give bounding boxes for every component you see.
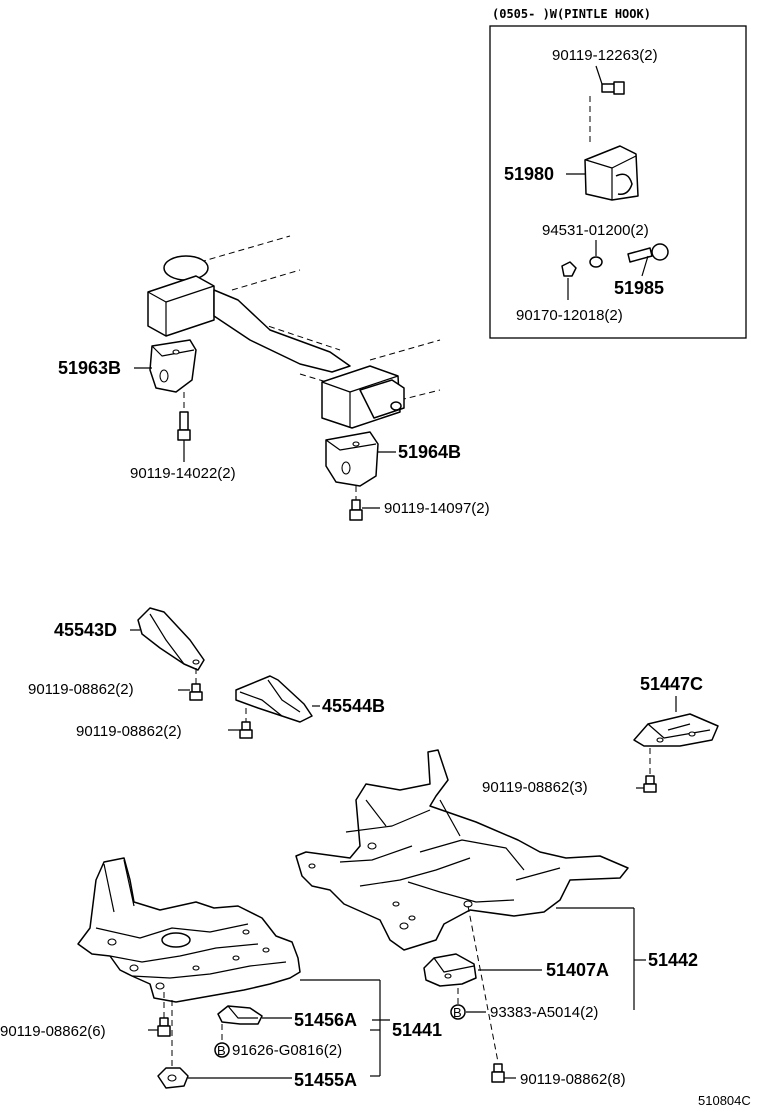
label-bolt-b[interactable]: 90119-08862(2) [76,723,182,740]
inset-pintle-hook: (0505- )W(PINTLE HOOK) 90119-12263(2) 51… [489,7,747,339]
crossmember-icon [213,289,351,373]
label-bolt-right[interactable]: 90119-14097(2) [384,500,490,517]
part-51455a-icon [157,1067,189,1089]
label-51407a[interactable]: 51407A [546,960,609,980]
pin-icon [627,243,669,277]
bolt-left-icon [177,411,191,441]
label-bolt-a[interactable]: 90119-08862(2) [28,681,134,698]
b-marker-2-icon [214,1042,230,1058]
label-bolt-front[interactable]: 90119-08862(6) [0,1023,106,1040]
inset-frame [489,25,747,339]
inset-title: (0505- )W(PINTLE HOOK) [492,7,651,21]
label-bolt-top[interactable]: 90119-12263(2) [552,47,658,64]
label-washer[interactable]: 94531-01200(2) [542,222,649,239]
label-45543d[interactable]: 45543D [54,620,117,640]
b-marker-icon [450,1004,466,1020]
frame-left-end-icon [147,255,215,337]
frame-section: 51963B 90119-14022(2) 51964B 90119-14097… [58,235,490,521]
brackets-section: 45543D 90119-08862(2) 45544B 90119-08862… [28,607,719,796]
bracket-45543d-icon [137,607,205,671]
cover-51447c-icon [633,713,719,747]
label-clip-b2[interactable]: 91626-G0816(2) [232,1042,342,1059]
b-marker-label: B [453,1005,462,1020]
bolt-front-icon [157,1017,171,1037]
part-51456a-icon [217,1005,263,1025]
bracket-51964b-icon [325,431,379,487]
label-51447c[interactable]: 51447C [640,674,703,694]
cover-51442-icon [295,749,629,951]
label-clip-b[interactable]: 93383-A5014(2) [490,1004,598,1021]
bolt-rear-icon [491,1063,505,1083]
bracket-51407a-icon [423,953,477,987]
label-bolt-rear[interactable]: 90119-08862(8) [520,1071,626,1088]
label-51442[interactable]: 51442 [648,950,698,970]
label-pintle-hook[interactable]: 51980 [504,164,554,184]
underbody-section: 51407A 51442 B 93383-A5014(2) 90119-0886… [0,749,698,1090]
bolt-b-icon [239,721,253,739]
bracket-51963b-icon [149,339,197,393]
frame-right-end-icon [321,365,405,429]
label-nut[interactable]: 90170-12018(2) [516,307,623,324]
bracket-45544b-icon [235,675,313,723]
label-51963b[interactable]: 51963B [58,358,121,378]
label-51964b[interactable]: 51964B [398,442,461,462]
label-45544b[interactable]: 45544B [322,696,385,716]
bolt-a-icon [189,683,203,701]
pintle-hook-icon [584,145,639,201]
label-pin[interactable]: 51985 [614,278,664,298]
b-marker-2-label: B [217,1043,226,1058]
nut-icon [561,261,577,277]
label-51455a[interactable]: 51455A [294,1070,357,1090]
label-51456a[interactable]: 51456A [294,1010,357,1030]
cover-51441-icon [77,857,301,1003]
bolt-right-icon [349,499,363,521]
label-bolt-c[interactable]: 90119-08862(3) [482,779,588,796]
bolt-c-icon [643,775,657,793]
washer-icon [589,256,603,268]
label-51441[interactable]: 51441 [392,1020,442,1040]
label-bolt-left[interactable]: 90119-14022(2) [130,465,236,482]
bolt-top-icon [601,81,625,95]
diagram-code: 510804C [698,1093,751,1108]
